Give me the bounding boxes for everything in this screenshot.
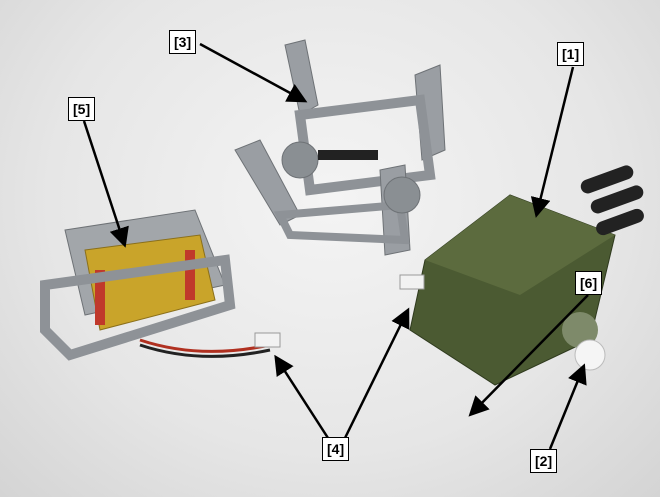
callout-label-5: [5] [68, 97, 96, 121]
callout-label-1: [1] [557, 42, 585, 66]
arrow-4b [343, 307, 410, 439]
arrow-4a [274, 354, 330, 439]
callout-label-4: [4] [322, 437, 350, 461]
arrow-6 [468, 294, 589, 417]
callout-label-6: [6] [575, 271, 603, 295]
arrow-5 [82, 120, 129, 248]
callout-arrows [82, 42, 589, 450]
arrow-1 [530, 66, 575, 218]
callout-label-3: [3] [169, 30, 197, 54]
lego-frame-part-3 [234, 39, 446, 256]
arrow-2 [548, 363, 587, 450]
arrow-3 [199, 42, 308, 103]
green-housing-part-1 [399, 165, 644, 386]
callout-label-2: [2] [530, 449, 558, 473]
lego-assembly-part-5 [40, 209, 281, 361]
